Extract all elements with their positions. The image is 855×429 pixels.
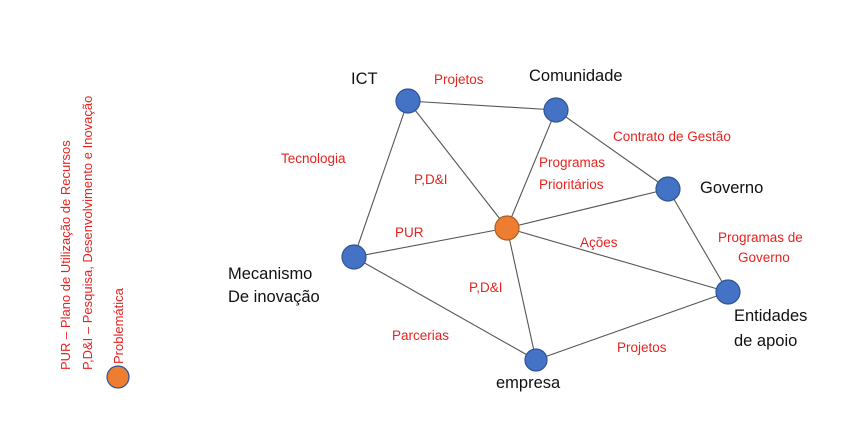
legend-problematica-marker (106, 365, 130, 389)
label-entidades-line1: Entidades (734, 307, 807, 325)
label-pdi-lower: P,D&I (469, 280, 503, 295)
nodes (341, 88, 741, 372)
edge-center-empresa (506, 227, 537, 361)
node-problematica-center (494, 215, 520, 241)
edge-empresa-entidades (535, 291, 729, 361)
edge-governo-center (506, 188, 669, 229)
legend-problematica-label: Problemática (111, 287, 126, 364)
label-acoes: Ações (580, 235, 618, 250)
label-mecanismo-line2: De inovação (228, 288, 320, 306)
edge-center-mecanismo (353, 227, 508, 258)
legend-pdi-definition: P,D&I – Pesquisa, Desenvolvimento e Inov… (80, 96, 95, 370)
label-parcerias: Parcerias (392, 328, 449, 343)
legend: PUR – Plano de Utilização de Recursos P,… (58, 96, 130, 389)
node-ict (395, 88, 421, 114)
label-contrato-de-gestao: Contrato de Gestão (613, 129, 731, 144)
label-entidades-line2: de apoio (734, 332, 797, 350)
edge-ict-comunidade (407, 100, 557, 111)
label-mecanismo-line1: Mecanismo (228, 265, 312, 283)
label-comunidade: Comunidade (529, 67, 623, 85)
node-comunidade (543, 97, 569, 123)
node-mecanismo (341, 244, 367, 270)
label-programas-de-governo-line1: Programas de (718, 230, 803, 245)
label-programas-prioritarios-line2: Prioritários (539, 177, 604, 192)
node-entidades (715, 279, 741, 305)
edges (353, 100, 729, 361)
label-projetos-bottom: Projetos (617, 340, 667, 355)
label-pur: PUR (395, 225, 424, 240)
label-governo: Governo (700, 179, 763, 197)
label-empresa: empresa (496, 374, 561, 392)
label-ict: ICT (351, 70, 378, 88)
label-projetos-top: Projetos (434, 72, 484, 87)
label-tecnologia: Tecnologia (281, 151, 346, 166)
edge-center-entidades (506, 227, 729, 293)
edge-comunidade-governo (555, 109, 669, 190)
edge-comunidade-center (506, 109, 557, 229)
node-labels: ICT Comunidade Governo Entidades de apoi… (228, 67, 807, 392)
edge-ict-center (407, 100, 508, 229)
edge-governo-entidades (667, 188, 729, 293)
node-governo (655, 176, 681, 202)
edge-ict-mecanismo (353, 100, 409, 258)
edge-labels: Projetos Contrato de Gestão Tecnologia P… (281, 72, 803, 355)
label-pdi-upper: P,D&I (414, 172, 448, 187)
label-programas-prioritarios-line1: Programas (539, 155, 605, 170)
edge-mecanismo-empresa (353, 256, 537, 361)
legend-pur-definition: PUR – Plano de Utilização de Recursos (58, 140, 73, 370)
node-empresa (524, 348, 548, 372)
label-programas-de-governo-line2: Governo (738, 250, 790, 265)
